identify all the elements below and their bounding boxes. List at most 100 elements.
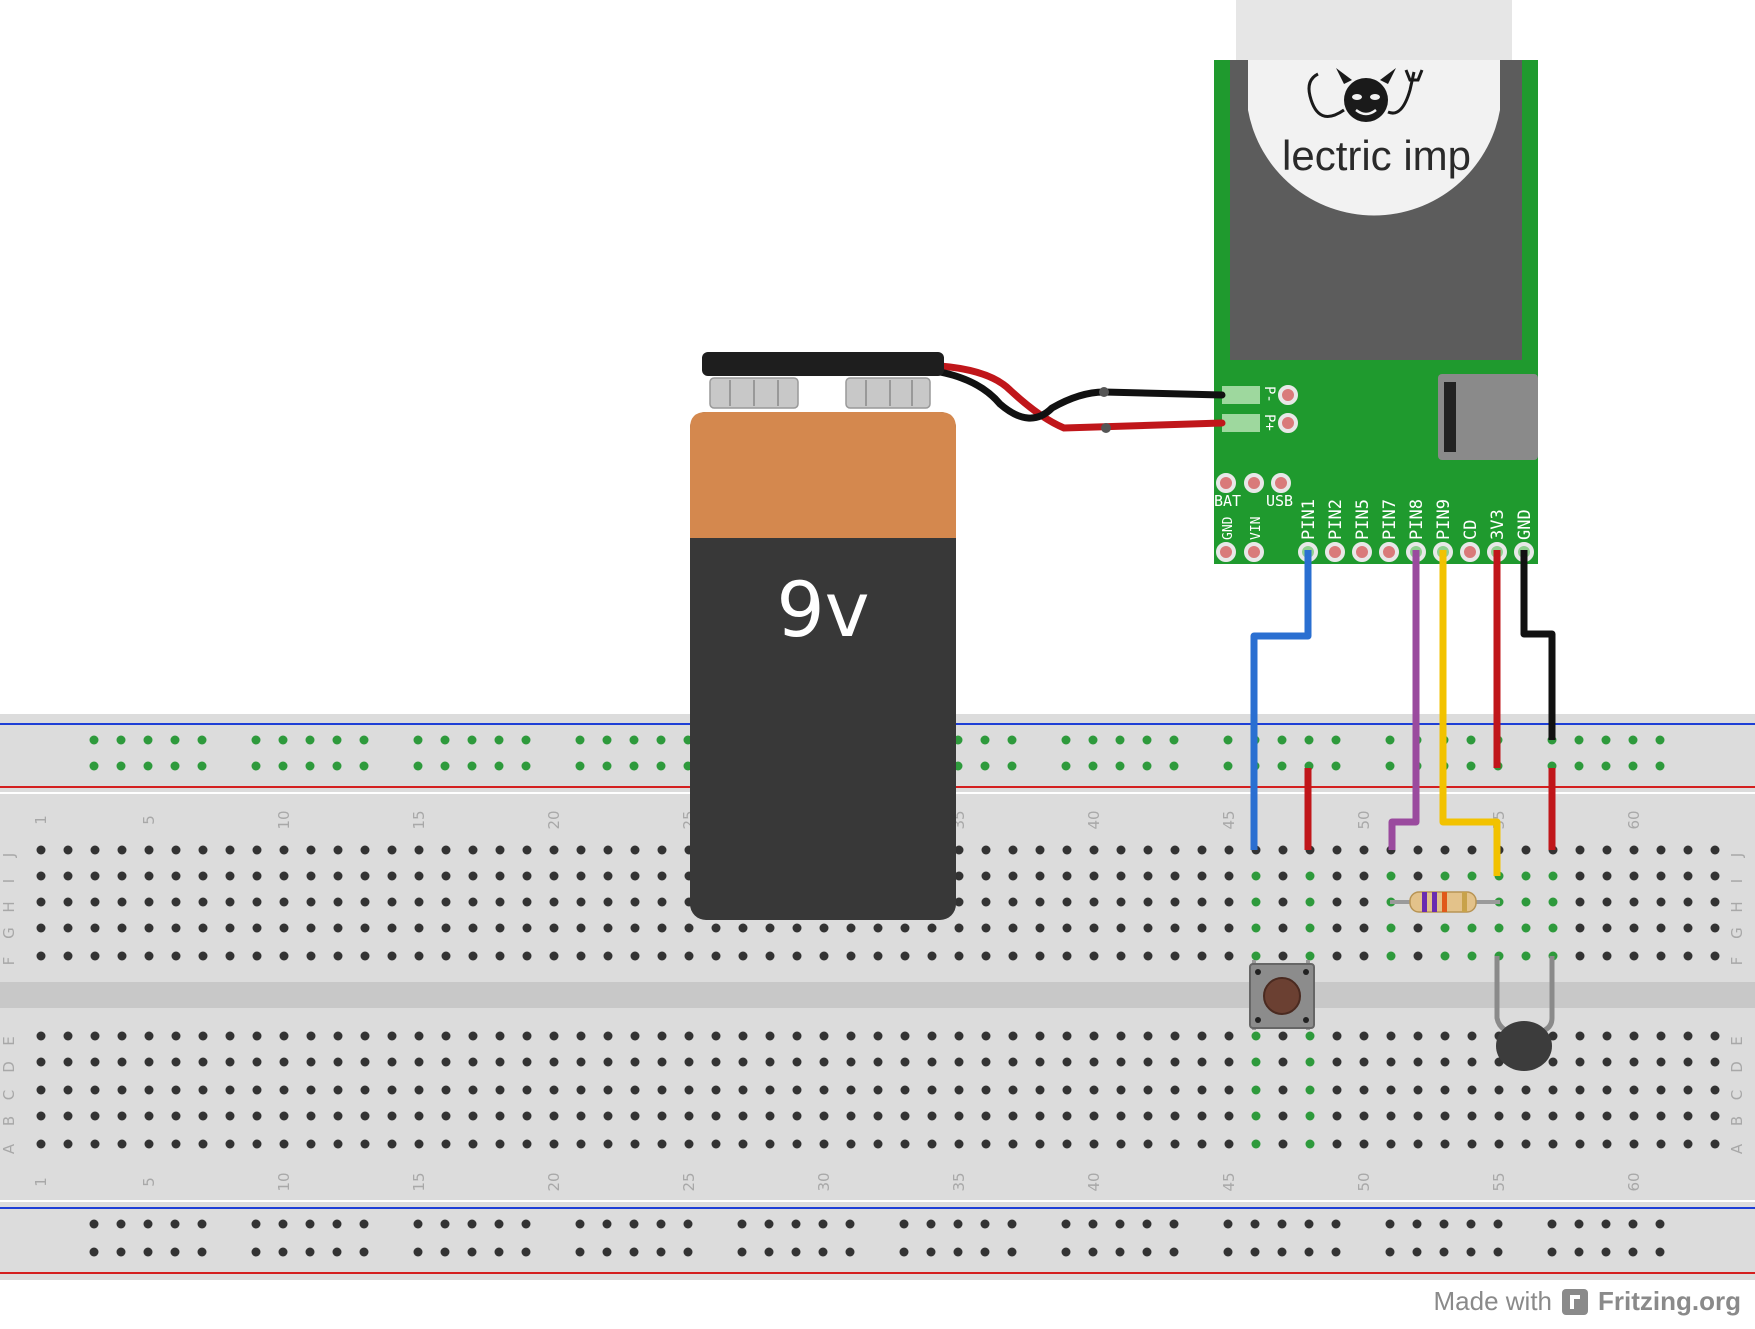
breadboard-hole [657,1057,667,1067]
breadboard-hole [1548,1085,1558,1095]
power-rail-hole [1142,735,1152,745]
breadboard-hole [468,1139,478,1149]
breadboard-hole [1170,1031,1180,1041]
breadboard-hole [1602,923,1612,933]
breadboard-hole [1332,1111,1342,1121]
breadboard-hole [1008,871,1018,881]
row-letter-left: H [0,901,18,912]
footer-made-with: Made with [1433,1286,1553,1316]
power-rail-hole [143,1247,153,1257]
breadboard-hole [1494,923,1504,933]
power-rail-hole [1655,761,1665,771]
breadboard-hole [846,1085,856,1095]
power-rail-hole [575,1247,585,1257]
breadboard-hole [603,923,613,933]
breadboard-hole [1278,1057,1288,1067]
breadboard-hole [873,1057,883,1067]
power-rail-hole [1574,1219,1584,1229]
breadboard-hole [738,923,748,933]
breadboard-hole [603,1031,613,1041]
breadboard-hole [1143,1139,1153,1149]
breadboard-hole [1710,951,1720,961]
breadboard-hole [144,1031,154,1041]
power-rail-hole [1628,735,1638,745]
breadboard-hole [1386,1031,1396,1041]
breadboard-hole [198,923,208,933]
breadboard-hole [900,951,910,961]
breadboard-hole [1332,1139,1342,1149]
breadboard-hole [1008,1031,1018,1041]
breadboard-hole [873,1031,883,1041]
breadboard-hole [522,1111,532,1121]
power-rail-hole [170,735,180,745]
breadboard-hole [90,951,100,961]
breadboard-hole [1197,1057,1207,1067]
breadboard-hole [1602,1057,1612,1067]
breadboard-hole [1251,871,1261,881]
breadboard-hole [1359,1139,1369,1149]
power-rail-hole [953,1219,963,1229]
breadboard-hole [1602,871,1612,881]
power-rail-hole [1628,1219,1638,1229]
breadboard-hole [225,951,235,961]
power-rail-hole [845,1247,855,1257]
power-rail-hole [170,1219,180,1229]
fritzing-logo-icon [1562,1288,1589,1315]
breadboard-hole [1521,1139,1531,1149]
breadboard-hole [981,951,991,961]
footer-brand[interactable]: Fritzing.org [1598,1286,1741,1316]
breadboard-hole [1251,1139,1261,1149]
breadboard-hole [1548,923,1558,933]
power-rail-hole [278,735,288,745]
breadboard-hole [576,1031,586,1041]
breadboard-hole [1008,845,1018,855]
breadboard-hole [1143,951,1153,961]
breadboard-hole [1062,845,1072,855]
imp-pin-label: 3V3 [1488,509,1508,540]
power-rail-hole [1439,1219,1449,1229]
breadboard-hole [63,1031,73,1041]
breadboard-hole [1521,923,1531,933]
column-number-top: 5 [140,815,158,825]
power-rail-hole [89,1219,99,1229]
breadboard-hole [522,1031,532,1041]
power-rail-hole [656,1247,666,1257]
breadboard-hole [36,1111,46,1121]
breadboard-hole [792,1057,802,1067]
breadboard-hole [954,871,964,881]
breadboard-hole [1683,1139,1693,1149]
breadboard-hole [1143,1085,1153,1095]
breadboard-hole [1332,1085,1342,1095]
breadboard-hole [1089,871,1099,881]
breadboard-hole [1467,951,1477,961]
breadboard-hole [1494,1111,1504,1121]
breadboard-hole [765,1111,775,1121]
breadboard-hole [1008,923,1018,933]
breadboard-hole [414,923,424,933]
breadboard-hole [198,845,208,855]
breadboard-hole [1656,1057,1666,1067]
breadboard-hole [306,845,316,855]
power-rail-hole [1223,761,1233,771]
power-rail-hole [1466,735,1476,745]
breadboard-hole [1359,897,1369,907]
battery-terminal-negative [709,377,799,409]
breadboard-hole [333,845,343,855]
power-rail-hole [818,1219,828,1229]
power-rail-hole [602,735,612,745]
breadboard-hole [360,1139,370,1149]
breadboard-hole [1143,845,1153,855]
breadboard-hole [1440,1057,1450,1067]
breadboard-hole [36,951,46,961]
breadboard-hole [1386,1057,1396,1067]
power-pad-p-plus [1222,414,1260,432]
breadboard-hole [1467,1139,1477,1149]
breadboard-hole [1413,923,1423,933]
breadboard-hole [360,871,370,881]
imp-pin-label: CD [1461,520,1481,540]
breadboard-hole [441,951,451,961]
breadboard-hole [306,1085,316,1095]
breadboard-hole [306,1111,316,1121]
breadboard-hole [1251,1111,1261,1121]
